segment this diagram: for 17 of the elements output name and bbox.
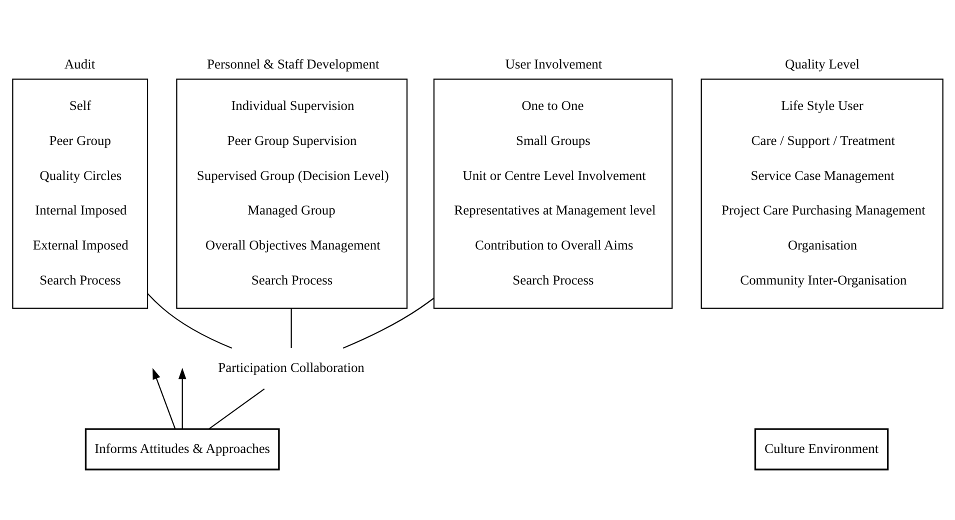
- connector: [208, 388, 265, 430]
- node-label: Quality Level: [785, 56, 860, 72]
- connector: [147, 293, 232, 349]
- node-box: Culture Environment: [754, 428, 889, 470]
- arrow: [152, 368, 176, 430]
- node-box: Informs Attitudes & Approaches: [84, 428, 280, 470]
- node-label: Personnel & Staff Development: [207, 56, 380, 72]
- arrow: [178, 368, 186, 429]
- node-box: One to One Small Groups Unit or Centre Level Involvement Representatives at Management level Contribution to Overall Aims Search Process: [433, 78, 673, 309]
- node-box: Individual Supervision Peer Group Supervision Supervised Group (Decision Level) Managed Group Overall Objectives Management Search Process: [176, 78, 408, 309]
- node-text: Participation Collaboration: [218, 360, 364, 375]
- node-box: Self Peer Group Quality Circles Internal Imposed External Imposed Search Process: [12, 78, 148, 309]
- node-label: User Involvement: [505, 56, 602, 72]
- node-box: Life Style User Care / Support / Treatment Service Case Management Project Care Purchasing Management Organisation Community Inter-Organisation: [700, 78, 944, 309]
- node-label: Audit: [64, 56, 96, 72]
- connector: [342, 298, 434, 349]
- connector: [290, 308, 292, 348]
